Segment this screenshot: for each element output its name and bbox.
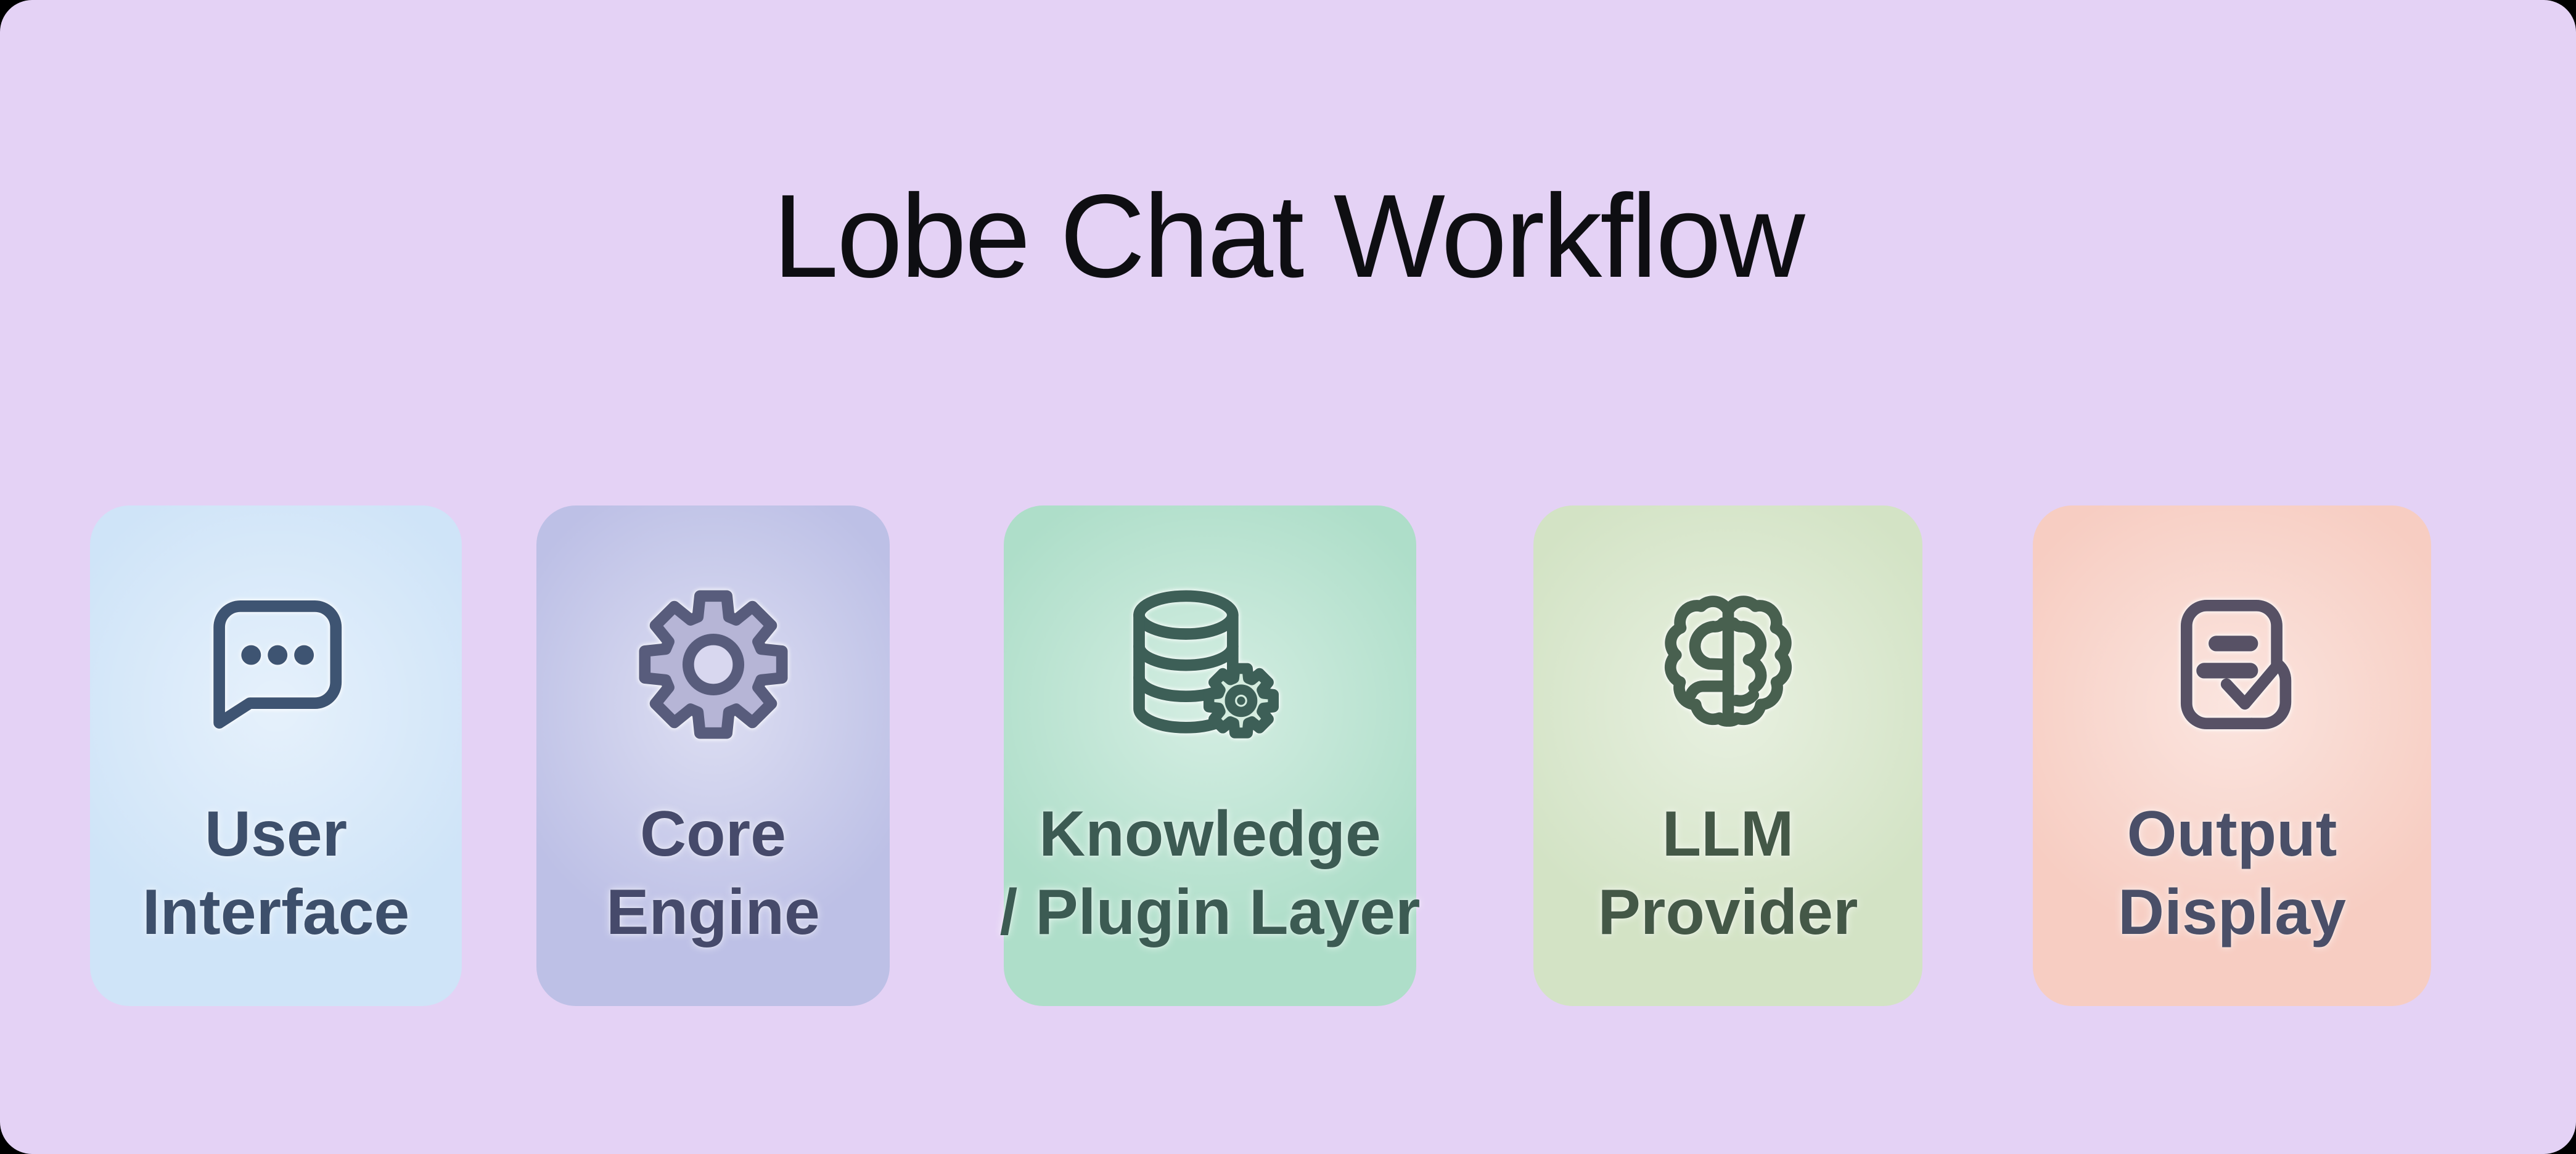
step-label: Output Display — [2025, 795, 2439, 952]
step-label-line: Interface — [142, 876, 410, 948]
step-label-line: Display — [2118, 876, 2346, 948]
step-card-knowledge-plugin-layer: Knowledge / Plugin Layer — [1000, 505, 1420, 1006]
step-card-user-interface: User Interface — [90, 505, 462, 1006]
step-label-line: LLM — [1662, 798, 1794, 870]
gear-icon — [632, 583, 795, 746]
step-label: LLM Provider — [1525, 795, 1930, 952]
step-card-llm-provider: LLM Provider — [1533, 505, 1922, 1006]
step-label-line: Output — [2127, 798, 2337, 870]
step-card-core-engine: Core Engine — [536, 505, 890, 1006]
step-label: User Interface — [83, 795, 469, 952]
step-label: Core Engine — [530, 795, 897, 952]
step-label-line: Core — [640, 798, 786, 870]
step-card-output-display: Output Display — [2033, 505, 2431, 1006]
step-label-line: Engine — [606, 876, 820, 948]
chat-bubble-dots-icon — [195, 583, 358, 746]
step-label-line: User — [204, 798, 348, 870]
page-title: Lobe Chat Workflow — [773, 170, 1805, 302]
brain-icon — [1647, 583, 1810, 746]
step-label: Knowledge / Plugin Layer — [996, 795, 1425, 952]
step-label-line: / Plugin Layer — [999, 876, 1421, 948]
step-label-line: Provider — [1598, 876, 1858, 948]
workflow-row: User Interface — [90, 505, 2431, 1006]
database-gear-icon — [1129, 583, 1292, 746]
document-check-icon — [2151, 583, 2313, 746]
step-label-line: Knowledge — [1039, 798, 1381, 870]
